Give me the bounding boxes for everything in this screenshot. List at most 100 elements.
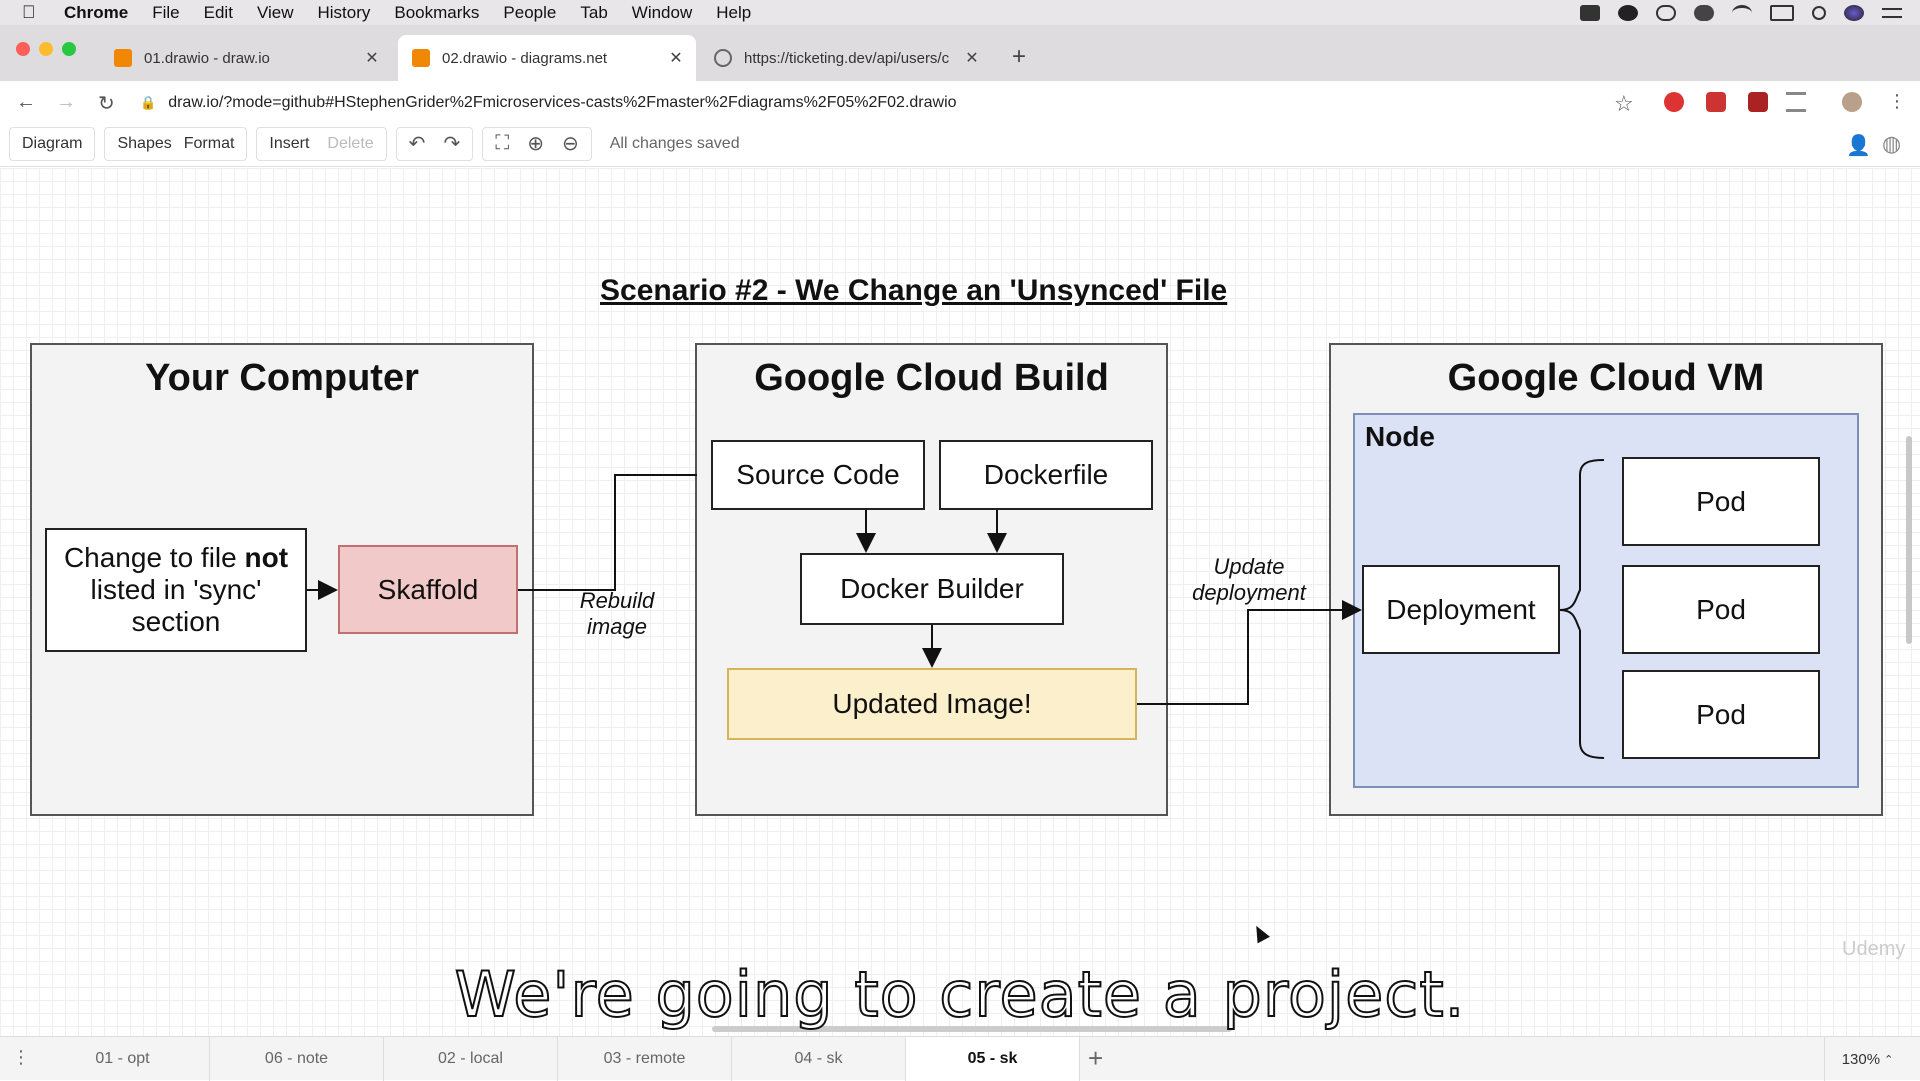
- rebuild-image-label: Rebuild image: [579, 588, 655, 639]
- pod-label: Pod: [1696, 698, 1746, 730]
- menu-bookmarks[interactable]: Bookmarks: [394, 2, 480, 22]
- fit-icon[interactable]: ⛶: [495, 132, 510, 154]
- bookmark-star-icon[interactable]: ☆: [1614, 91, 1634, 116]
- zoom-out-icon[interactable]: ⊖: [561, 133, 579, 155]
- menu-help[interactable]: Help: [716, 2, 752, 22]
- change-file-text: Change to file not listed in 'sync' sect…: [47, 542, 305, 638]
- reload-icon[interactable]: ↻: [98, 93, 115, 115]
- menu-people[interactable]: People: [503, 2, 557, 22]
- skaffold-label: Skaffold: [377, 573, 479, 605]
- extension-shield-icon[interactable]: [1748, 92, 1768, 112]
- menu-tab[interactable]: Tab: [580, 2, 608, 22]
- tab-title: 02.drawio - diagrams.net: [442, 49, 608, 67]
- menu-file[interactable]: File: [152, 2, 180, 22]
- notification-center-icon[interactable]: [1882, 7, 1902, 18]
- change-file-box[interactable]: Change to file not listed in 'sync' sect…: [45, 528, 307, 652]
- tab-ticketing-api[interactable]: https://ticketing.dev/api/users/c ✕: [700, 35, 992, 81]
- close-tab-icon[interactable]: ✕: [669, 50, 683, 67]
- add-page-button[interactable]: +: [1088, 1043, 1104, 1073]
- apple-icon[interactable]: : [22, 2, 48, 23]
- page-tab-02-local[interactable]: 02 - local: [384, 1037, 558, 1081]
- tab-02-drawio[interactable]: 02.drawio - diagrams.net ✕: [398, 35, 696, 81]
- cloud-build-title: Google Cloud Build: [754, 357, 1109, 399]
- page-tab-05-sk[interactable]: 05 - sk: [906, 1037, 1080, 1081]
- extension-list-icon[interactable]: [1786, 92, 1806, 112]
- docker-icon[interactable]: [1580, 4, 1600, 21]
- pages-menu-icon[interactable]: ⋮: [12, 1047, 30, 1067]
- tab-01-drawio[interactable]: 01.drawio - draw.io ✕: [100, 35, 392, 81]
- updated-image-label: Updated Image!: [832, 688, 1032, 719]
- delete-button[interactable]: Delete: [327, 134, 374, 152]
- insert-button[interactable]: Insert: [269, 134, 310, 152]
- search-icon[interactable]: [1812, 5, 1826, 20]
- language-globe-icon[interactable]: ◍: [1882, 131, 1902, 156]
- undo-redo-group: ↶ ↷: [395, 126, 474, 161]
- redo-icon[interactable]: ↷: [443, 133, 461, 155]
- page-tab-01-opt[interactable]: 01 - opt: [36, 1037, 210, 1081]
- diagram-menu-button[interactable]: Diagram: [22, 134, 83, 152]
- extension-ublock-icon[interactable]: [1664, 92, 1684, 112]
- page-tab-04-sk[interactable]: 04 - sk: [732, 1037, 906, 1081]
- your-computer-title: Your Computer: [145, 357, 419, 399]
- address-bar[interactable]: 🔒 draw.io/?mode=github#HStephenGrider%2F…: [140, 87, 1630, 119]
- deployment-label: Deployment: [1386, 593, 1536, 625]
- format-button[interactable]: Format: [183, 134, 235, 152]
- browser-tab-strip: 01.drawio - draw.io ✕ 02.drawio - diagra…: [0, 25, 1920, 81]
- diagram-title[interactable]: Scenario #2 - We Change an 'Unsynced' Fi…: [600, 274, 1228, 307]
- siri-icon[interactable]: [1844, 4, 1864, 21]
- minimize-window-button[interactable]: [39, 42, 53, 56]
- deployment-box[interactable]: Deployment: [1362, 565, 1560, 654]
- edit-group: Insert Delete: [256, 126, 387, 161]
- panel-toggle-group: Shapes Format: [104, 126, 248, 161]
- close-tab-icon[interactable]: ✕: [965, 50, 979, 67]
- new-tab-button[interactable]: +: [1012, 43, 1027, 70]
- menu-edit[interactable]: Edit: [203, 2, 233, 22]
- vertical-scrollbar[interactable]: [1906, 436, 1912, 644]
- page-tab-06-note[interactable]: 06 - note: [210, 1037, 384, 1081]
- update-deployment-label: Update deployment: [1192, 554, 1306, 605]
- page-tab-03-remote[interactable]: 03 - remote: [558, 1037, 732, 1081]
- close-tab-icon[interactable]: ✕: [365, 50, 379, 67]
- shapes-button[interactable]: Shapes: [117, 134, 172, 152]
- forward-icon[interactable]: →: [56, 91, 76, 113]
- url-text: draw.io/?mode=github#HStephenGrider%2Fmi…: [168, 94, 957, 111]
- close-window-button[interactable]: [16, 42, 30, 56]
- pod-box-1[interactable]: Pod: [1622, 457, 1820, 546]
- undo-icon[interactable]: ↶: [408, 133, 426, 155]
- tab-title: 01.drawio - draw.io: [144, 49, 270, 67]
- record-icon[interactable]: [1618, 4, 1638, 21]
- extension-lastpass-icon[interactable]: [1706, 92, 1726, 112]
- zoom-level-value: 130%: [1841, 1050, 1881, 1068]
- back-icon[interactable]: ←: [16, 91, 36, 113]
- pod-box-3[interactable]: Pod: [1622, 670, 1820, 759]
- menu-window[interactable]: Window: [631, 2, 693, 22]
- drawio-icon: [114, 49, 132, 67]
- horizontal-scrollbar[interactable]: [712, 1026, 1232, 1032]
- tab-title: https://ticketing.dev/api/users/c: [744, 49, 950, 67]
- updated-image-box[interactable]: Updated Image!: [727, 668, 1137, 740]
- glasses-icon[interactable]: [1656, 4, 1676, 21]
- chrome-menu-icon[interactable]: ⋮: [1888, 91, 1906, 111]
- cloud-vm-title: Google Cloud VM: [1447, 357, 1765, 399]
- docker-builder-box[interactable]: Docker Builder: [800, 553, 1064, 625]
- browser-toolbar: ← → ↻ 🔒 draw.io/?mode=github#HStephenGri…: [0, 81, 1920, 125]
- source-code-box[interactable]: Source Code: [711, 440, 925, 510]
- pod-box-2[interactable]: Pod: [1622, 565, 1820, 654]
- diagram-menu-group: Diagram: [9, 126, 96, 161]
- cloud-icon[interactable]: [1694, 4, 1714, 21]
- zoom-in-icon[interactable]: ⊕: [527, 133, 544, 155]
- menu-history[interactable]: History: [317, 2, 371, 22]
- zoom-level-dropdown[interactable]: 130% ⌃: [1824, 1037, 1910, 1081]
- docker-builder-label: Docker Builder: [840, 573, 1024, 604]
- wifi-icon[interactable]: [1732, 4, 1752, 21]
- skaffold-box[interactable]: Skaffold: [338, 545, 518, 634]
- dockerfile-box[interactable]: Dockerfile: [939, 440, 1153, 510]
- menu-view[interactable]: View: [256, 2, 294, 22]
- zoom-window-button[interactable]: [62, 42, 76, 56]
- profile-avatar[interactable]: [1842, 92, 1862, 112]
- save-status: All changes saved: [609, 134, 740, 152]
- user-icon[interactable]: 👤: [1846, 135, 1871, 157]
- menu-app-chrome[interactable]: Chrome: [64, 2, 129, 22]
- battery-icon[interactable]: [1770, 4, 1794, 21]
- change-text-bold: not: [244, 542, 289, 573]
